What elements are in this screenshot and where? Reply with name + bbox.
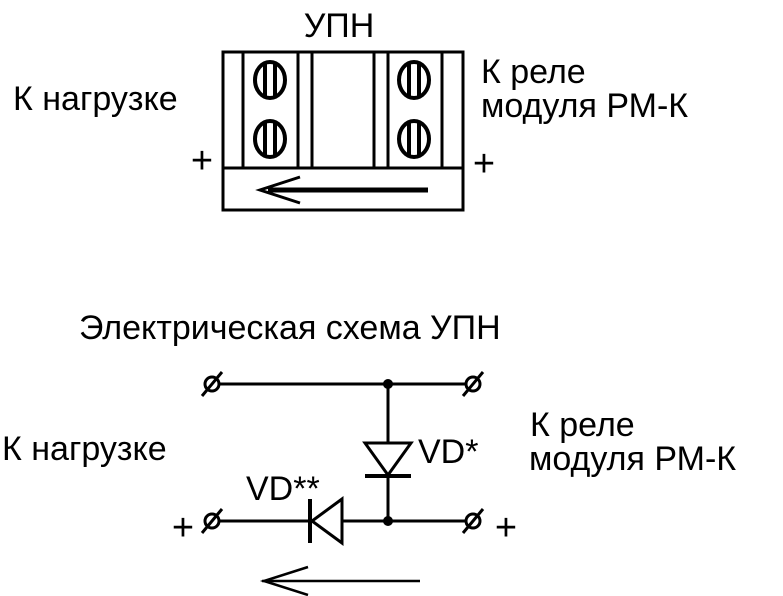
diode-vd1-label: VD* (418, 433, 478, 471)
block-right-plus: + (473, 143, 495, 185)
schematic-left-plus: + (172, 507, 194, 549)
block-right-label-line1: К реле (481, 53, 586, 91)
screw-left-top-icon (253, 60, 287, 100)
block-direction-arrow-icon (255, 175, 428, 205)
terminal-bottom-left-icon (200, 508, 224, 534)
diode-vd1-icon (362, 441, 414, 478)
screw-right-bottom-icon (397, 119, 431, 159)
junction-bottom-dot (383, 516, 393, 526)
screw-left-bottom-icon (253, 119, 287, 159)
diode-vd2-icon (308, 496, 344, 546)
schematic-right-plus: + (495, 507, 517, 549)
terminal-top-right-icon (461, 371, 485, 397)
junction-top-dot (383, 379, 393, 389)
schematic-direction-arrow-icon (259, 565, 420, 596)
screw-right-top-icon (397, 60, 431, 100)
terminal-block (221, 50, 465, 212)
schematic-title: Электрическая схема УПН (79, 309, 501, 347)
schematic-left-label: К нагрузке (2, 430, 167, 468)
diode-vd2-label: VD** (246, 470, 320, 508)
terminal-top-left-icon (200, 371, 224, 397)
block-left-label: К нагрузке (13, 80, 178, 118)
block-right-label-line2: модуля РМ-К (481, 87, 688, 125)
block-title: УПН (304, 7, 375, 45)
schematic-right-label-line2: модуля РМ-К (529, 440, 736, 478)
terminal-bottom-right-icon (461, 508, 485, 534)
schematic-right-label-line1: К реле (530, 406, 635, 444)
schematic (200, 371, 485, 596)
block-left-plus: + (191, 140, 213, 182)
